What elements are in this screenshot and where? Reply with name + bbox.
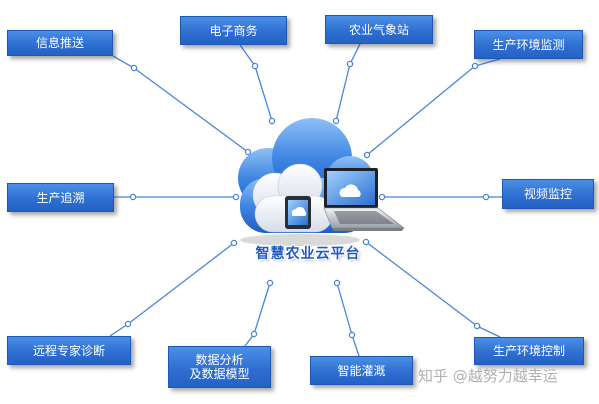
connector-lines — [109, 43, 502, 357]
connector-info — [112, 55, 252, 156]
data-analysis-box[interactable]: 数据分析 及数据模型 — [168, 346, 271, 388]
video-surveillance-box[interactable]: 视频监控 — [502, 179, 594, 209]
connector-weather — [332, 43, 361, 125]
remote-diagnosis-box[interactable]: 远程专家诊断 — [7, 336, 131, 365]
connector-trace — [114, 193, 240, 201]
connector-video — [378, 193, 502, 201]
tablet-icon — [285, 196, 311, 229]
smart-irrigation-box[interactable]: 智能灌溉 — [310, 356, 413, 385]
env-monitoring-box[interactable]: 生产环境监测 — [474, 30, 583, 59]
connector-env-control — [362, 238, 501, 338]
connector-analysis — [244, 279, 274, 347]
connector-ecommerce — [239, 44, 276, 125]
info-push-box[interactable]: 信息推送 — [7, 30, 113, 56]
weather-station-box[interactable]: 农业气象站 — [325, 15, 433, 44]
ecommerce-box[interactable]: 电子商务 — [180, 16, 287, 45]
connector-remote — [109, 239, 238, 337]
production-trace-box[interactable]: 生产追溯 — [7, 183, 114, 212]
env-control-box[interactable]: 生产环境控制 — [474, 337, 584, 365]
connector-env-monitor — [363, 58, 501, 159]
platform-title: 智慧农业云平台 — [255, 246, 361, 262]
watermark: 知乎 @越努力越幸运 — [418, 367, 558, 385]
connector-irrigation — [333, 279, 360, 357]
laptop-icon — [323, 168, 405, 231]
